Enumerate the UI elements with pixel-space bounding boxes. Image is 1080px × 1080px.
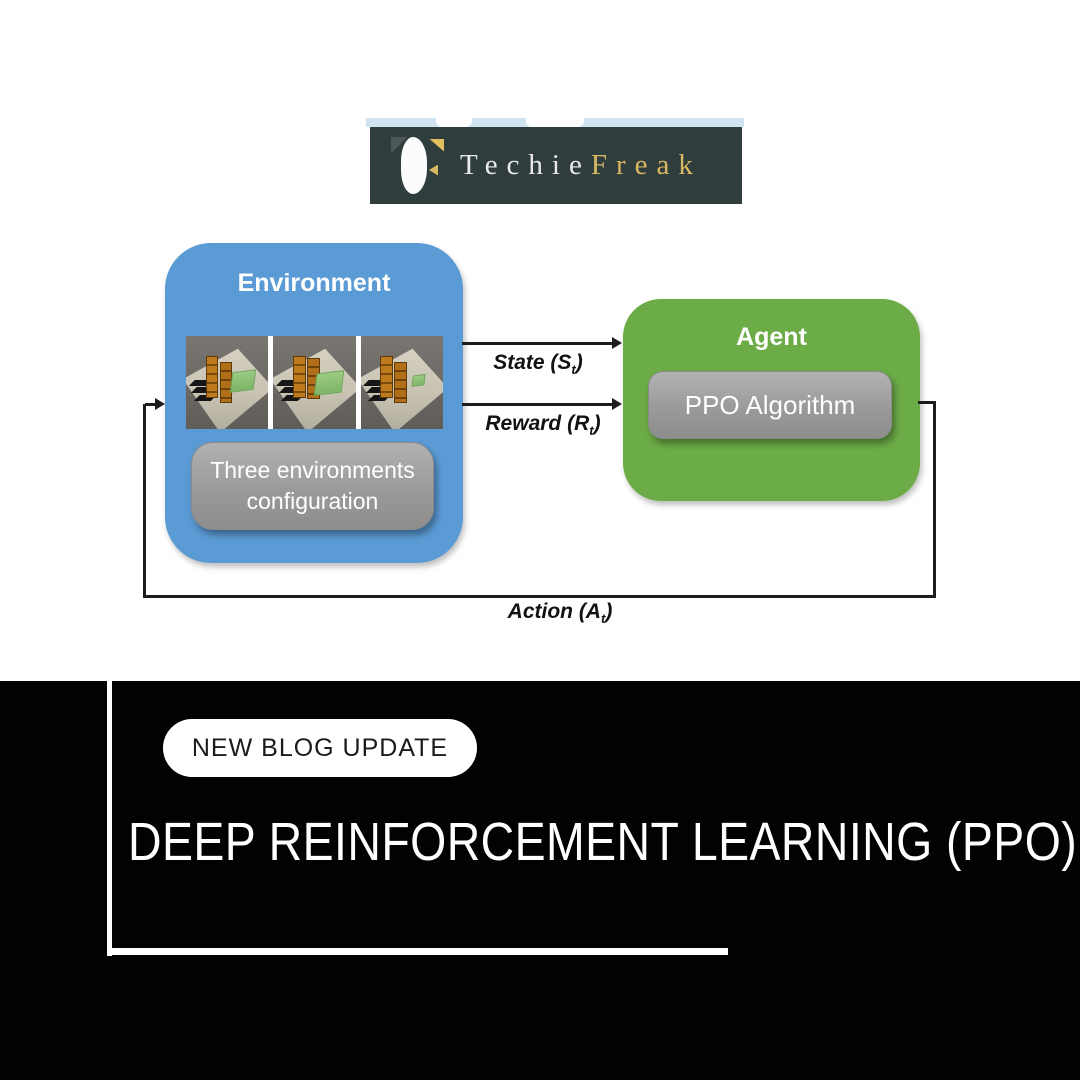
action-loop-line: [143, 595, 936, 598]
action-loop-line: [918, 401, 935, 404]
strip-notch: [436, 118, 472, 127]
environment-snapshots: [186, 336, 443, 429]
action-label: Action (At): [507, 600, 613, 627]
goal-zone: [411, 374, 426, 388]
environment-snapshot-1: [186, 336, 269, 429]
environment-snapshot-2: [273, 336, 356, 429]
state-arrow-line: [462, 342, 613, 345]
three-environments-config-box: Three environments configuration: [191, 442, 434, 530]
logo-mark-gold-arrow: [429, 164, 438, 176]
ppo-algorithm-box: PPO Algorithm: [648, 371, 892, 439]
new-blog-update-badge: NEW BLOG UPDATE: [163, 719, 477, 777]
block-stack: [380, 356, 394, 398]
blog-title: DEEP REINFORCEMENT LEARNING (PPO): [128, 812, 1078, 872]
goal-zone: [314, 370, 345, 397]
badge-label: NEW BLOG UPDATE: [191, 733, 449, 762]
announcement-banner: NEW BLOG UPDATE DEEP REINFORCEMENT LEARN…: [0, 681, 1080, 1080]
brand-logo-bar: TechieFreak: [370, 127, 742, 204]
three-environments-config-label: Three environments configuration: [210, 456, 415, 514]
logo-mark-shape: [401, 136, 427, 194]
logo-top-strip: [366, 118, 744, 127]
state-arrowhead-icon: [612, 337, 622, 349]
environment-snapshot-3: [360, 336, 443, 429]
block-stack: [293, 356, 306, 398]
logo-mark-gold-triangle: [429, 138, 444, 152]
action-loop-line: [145, 403, 156, 406]
brand-wordmark: TechieFreak: [460, 149, 702, 182]
block-stack: [394, 362, 408, 404]
state-label: State (St): [493, 351, 583, 378]
agent-title: Agent: [736, 323, 807, 351]
reward-arrow-line: [462, 403, 613, 406]
banner-frame-horizontal: [107, 948, 728, 955]
action-loop-line: [143, 404, 146, 598]
techiefreak-logo-icon: [388, 135, 444, 197]
strip-notch: [526, 118, 584, 127]
brand-name-freak: Freak: [590, 149, 702, 181]
block-stack: [205, 356, 219, 398]
action-arrowhead-icon: [155, 398, 165, 410]
action-loop-line: [933, 401, 936, 598]
environment-title: Environment: [237, 269, 391, 297]
reward-arrowhead-icon: [612, 398, 622, 410]
goal-zone: [230, 369, 257, 393]
ppo-algorithm-label: PPO Algorithm: [684, 389, 856, 420]
brand-name-techie: Techie: [460, 149, 591, 181]
banner-frame-vertical: [107, 681, 112, 956]
reward-label: Reward (Rt): [485, 412, 601, 439]
